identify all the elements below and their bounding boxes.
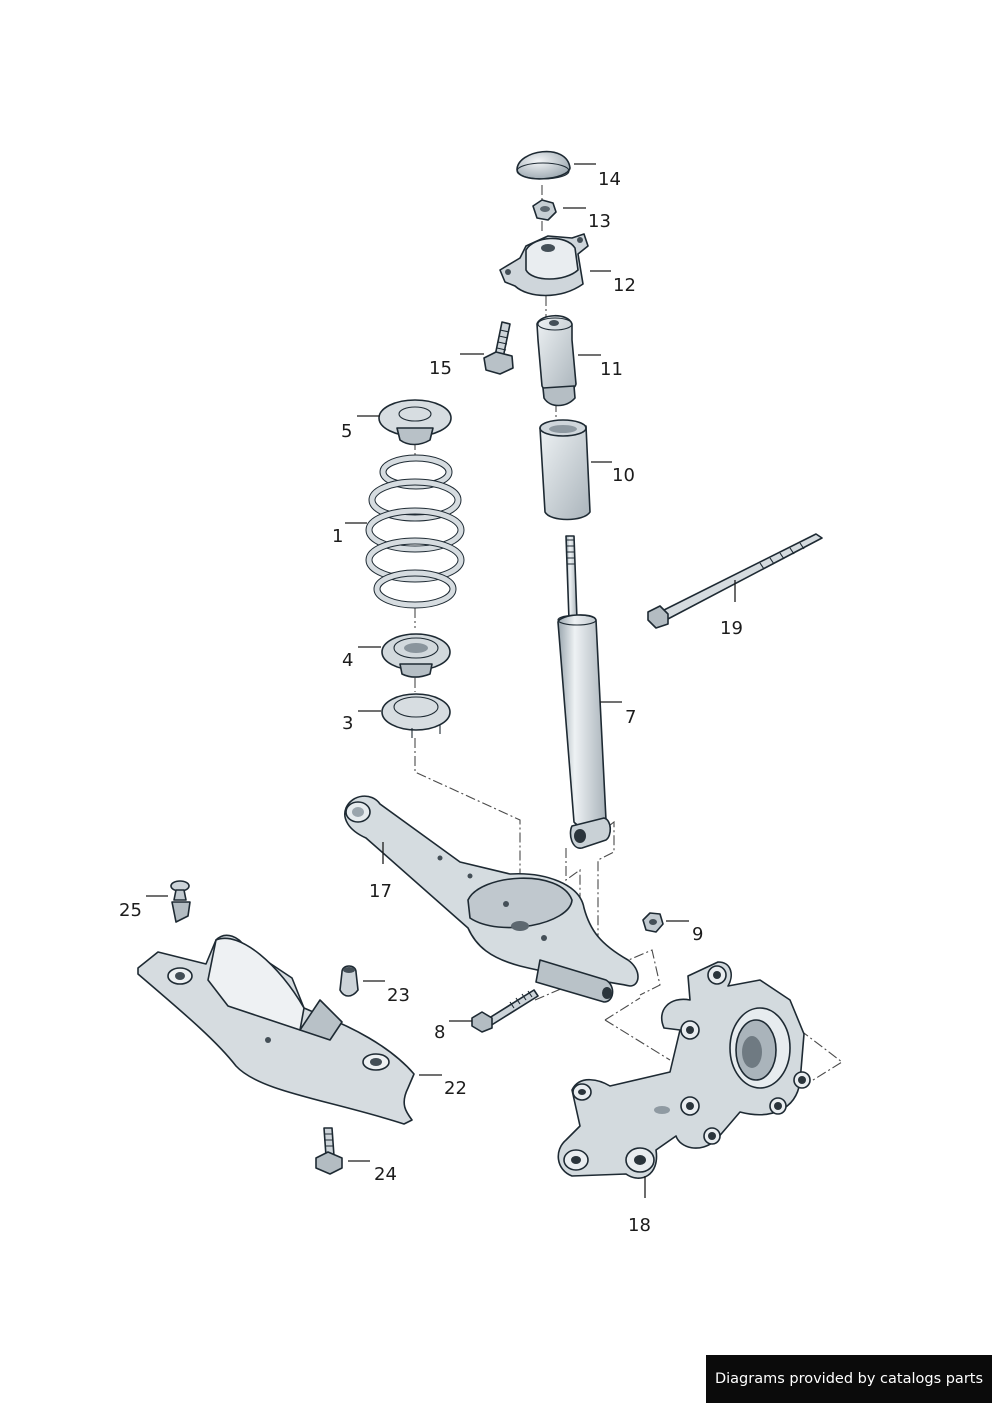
callout-25: 25 [119, 900, 142, 921]
lower-spring-seat [381, 693, 451, 738]
callout-8: 8 [434, 1022, 445, 1043]
arm-bolt [471, 989, 539, 1033]
callout-12: 12 [613, 275, 636, 296]
callout-23: 23 [387, 985, 410, 1006]
strut-mount [499, 233, 589, 297]
bump-stop [536, 314, 577, 407]
shock-absorber [557, 535, 612, 849]
callout-19: 19 [720, 618, 743, 639]
callout-4: 4 [342, 650, 353, 671]
callout-5: 5 [341, 421, 352, 442]
upper-spring-seat [378, 399, 452, 446]
nut [532, 199, 557, 221]
callout-24: 24 [374, 1164, 397, 1185]
coil-spring [365, 454, 465, 609]
bracket-bolt [315, 1127, 343, 1175]
protective-tube [539, 419, 591, 521]
spring-pad [381, 633, 451, 678]
callout-15: 15 [429, 358, 452, 379]
mount-bolt [483, 321, 514, 375]
callout-14: 14 [598, 169, 621, 190]
callout-3: 3 [342, 713, 353, 734]
callout-9: 9 [692, 924, 703, 945]
callout-17: 17 [369, 881, 392, 902]
bracket [137, 934, 415, 1125]
callout-7: 7 [625, 707, 636, 728]
credit-banner: Diagrams provided by catalogs parts [706, 1355, 992, 1403]
arm-nut [642, 912, 664, 933]
callout-numbers: 14 13 12 15 11 5 10 1 19 4 7 3 17 9 25 2… [119, 169, 743, 1236]
callout-18: 18 [628, 1215, 651, 1236]
leader-lines [146, 163, 736, 1198]
bushing [339, 965, 359, 997]
assembly-dash-lines [414, 185, 843, 1086]
wheel-bearing-housing [557, 961, 811, 1179]
cable-tie [647, 533, 823, 629]
callout-10: 10 [612, 465, 635, 486]
callout-22: 22 [444, 1078, 467, 1099]
callout-13: 13 [588, 211, 611, 232]
callout-11: 11 [600, 359, 623, 380]
clip [170, 880, 191, 923]
dust-cap [516, 150, 571, 180]
callout-1: 1 [332, 526, 343, 547]
lower-control-arm [344, 795, 639, 1003]
